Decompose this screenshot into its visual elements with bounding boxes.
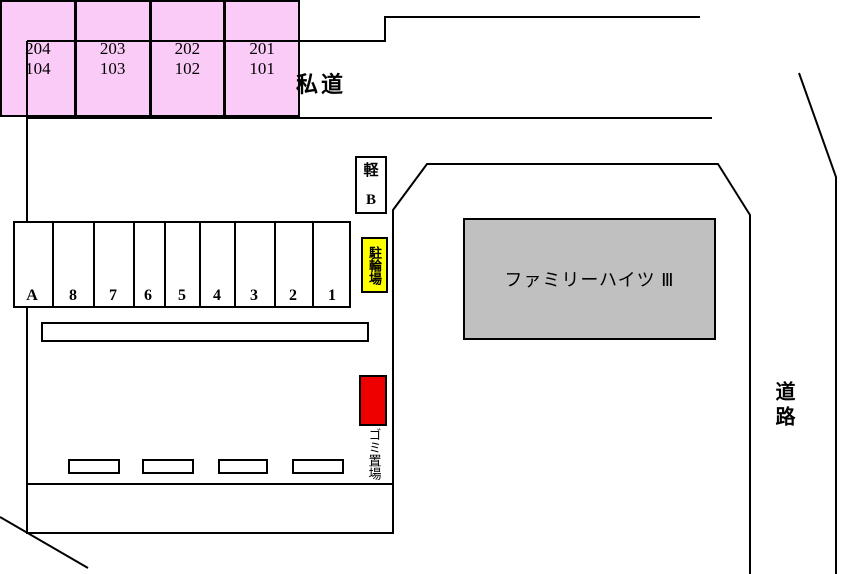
unit-203-103: 203 103 <box>77 2 152 115</box>
entrance-porch <box>142 459 194 474</box>
apartment-block: 204 104 203 103 202 102 201 101 <box>0 0 300 117</box>
parking-divider <box>312 223 314 306</box>
entrance-porch <box>292 459 344 474</box>
parking-divider <box>274 223 276 306</box>
public-road-boundary-line <box>798 72 837 574</box>
unit-201-101: 201 101 <box>226 2 298 115</box>
entrance-porch <box>68 459 120 474</box>
garbage-area-label: ゴミ置場 <box>359 428 387 480</box>
kei-car-space: 軽 B <box>355 156 387 214</box>
garbage-area-box <box>359 375 387 426</box>
parking-stall-5: 5 <box>178 287 186 304</box>
parking-stall-7: 7 <box>109 287 117 304</box>
bicycle-parking-label: 駐輪場 <box>367 245 382 285</box>
unit-number-upper: 201 <box>249 38 275 58</box>
parking-stall-a: A <box>26 287 38 304</box>
entrance-porch <box>218 459 268 474</box>
unit-number-lower: 104 <box>25 58 51 78</box>
public-road-label: 道路 <box>772 381 794 431</box>
unit-number-upper: 203 <box>99 38 126 58</box>
parking-divider <box>133 223 135 306</box>
unit-number-upper: 204 <box>25 38 51 58</box>
unit-202-102: 202 102 <box>152 2 227 115</box>
parking-divider <box>164 223 166 306</box>
unit-204-104: 204 104 <box>2 2 77 115</box>
garbage-area-label-text: ゴミ置場 <box>366 428 382 480</box>
top-boundary-line <box>27 16 700 42</box>
parking-stall-4: 4 <box>213 287 221 304</box>
parking-stall-3: 3 <box>250 287 258 304</box>
corridor-strip <box>41 322 369 342</box>
unit-number-lower: 102 <box>174 58 201 78</box>
kei-type-label: 軽 <box>363 163 379 179</box>
parking-stall-2: 2 <box>289 287 297 304</box>
parking-divider <box>93 223 95 306</box>
plot-boundary-line <box>26 41 751 574</box>
parking-stall-1: 1 <box>328 287 336 304</box>
unit-number-upper: 202 <box>174 38 201 58</box>
parking-stall-6: 6 <box>144 287 152 304</box>
private-road-label: 私道 <box>296 72 347 97</box>
building-family-heights: ファミリーハイツ Ⅲ <box>463 218 716 340</box>
parking-lot: A 8 7 6 5 4 3 2 1 <box>13 221 351 308</box>
unit-number-lower: 103 <box>99 58 126 78</box>
parking-divider <box>234 223 236 306</box>
parking-stall-8: 8 <box>69 287 77 304</box>
building-name-label: ファミリーハイツ Ⅲ <box>504 270 675 290</box>
kei-space-label: B <box>365 192 376 208</box>
parking-divider <box>199 223 201 306</box>
unit-number-lower: 101 <box>249 58 275 78</box>
bicycle-parking: 駐輪場 <box>361 237 388 293</box>
corner-diagonal-line <box>0 516 89 569</box>
parking-divider <box>52 223 54 306</box>
